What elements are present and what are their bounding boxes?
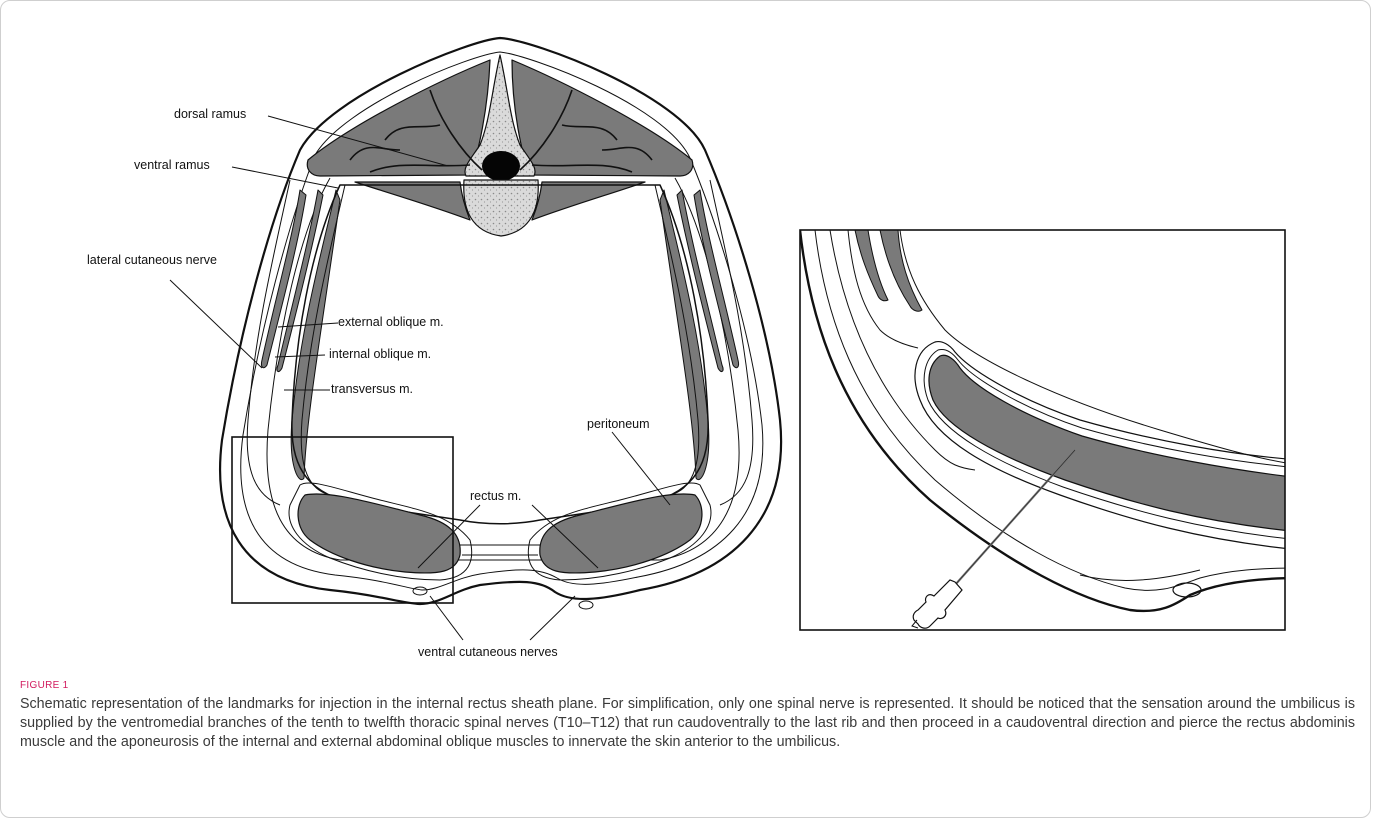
- rectus-muscle-right: [540, 494, 702, 573]
- figure-label: FIGURE 1: [20, 680, 1355, 691]
- label-dorsal-ramus: dorsal ramus: [174, 107, 246, 121]
- needle-hub: [913, 580, 962, 628]
- injection-needle: [912, 450, 1075, 628]
- hypaxial-muscle-right: [532, 182, 645, 220]
- label-ventral-cutaneous-nerves: ventral cutaneous nerves: [418, 645, 558, 659]
- caption-text: Schematic representation of the landmark…: [20, 695, 1355, 752]
- label-peritoneum: peritoneum: [587, 417, 650, 431]
- label-internal-oblique: internal oblique m.: [329, 347, 431, 361]
- label-ventral-ramus: ventral ramus: [134, 158, 210, 172]
- label-external-oblique: external oblique m.: [338, 315, 444, 329]
- ventral-cutaneous-vessel-right: [579, 601, 593, 609]
- vertebral-body: [464, 180, 538, 236]
- anatomy-figure: dorsal ramus ventral ramus lateral cutan…: [0, 0, 1373, 680]
- epaxial-muscle-left: [307, 60, 490, 176]
- rectus-muscle-left: [298, 494, 460, 573]
- figure-caption: FIGURE 1 Schematic representation of the…: [20, 680, 1355, 752]
- epaxial-muscle-right: [512, 60, 693, 176]
- cross-section-diagram: [220, 38, 781, 609]
- zoom-ventral-cutaneous-vessel: [1173, 583, 1201, 597]
- hypaxial-muscle-left: [355, 182, 470, 220]
- label-transversus: transversus m.: [331, 382, 413, 396]
- label-rectus: rectus m.: [470, 489, 521, 503]
- label-lateral-cutaneous-nerve: lateral cutaneous nerve: [87, 253, 217, 267]
- ventral-cutaneous-vessel-left: [413, 587, 427, 595]
- zoom-detail-view: [800, 230, 1300, 630]
- spinal-cord: [482, 151, 520, 181]
